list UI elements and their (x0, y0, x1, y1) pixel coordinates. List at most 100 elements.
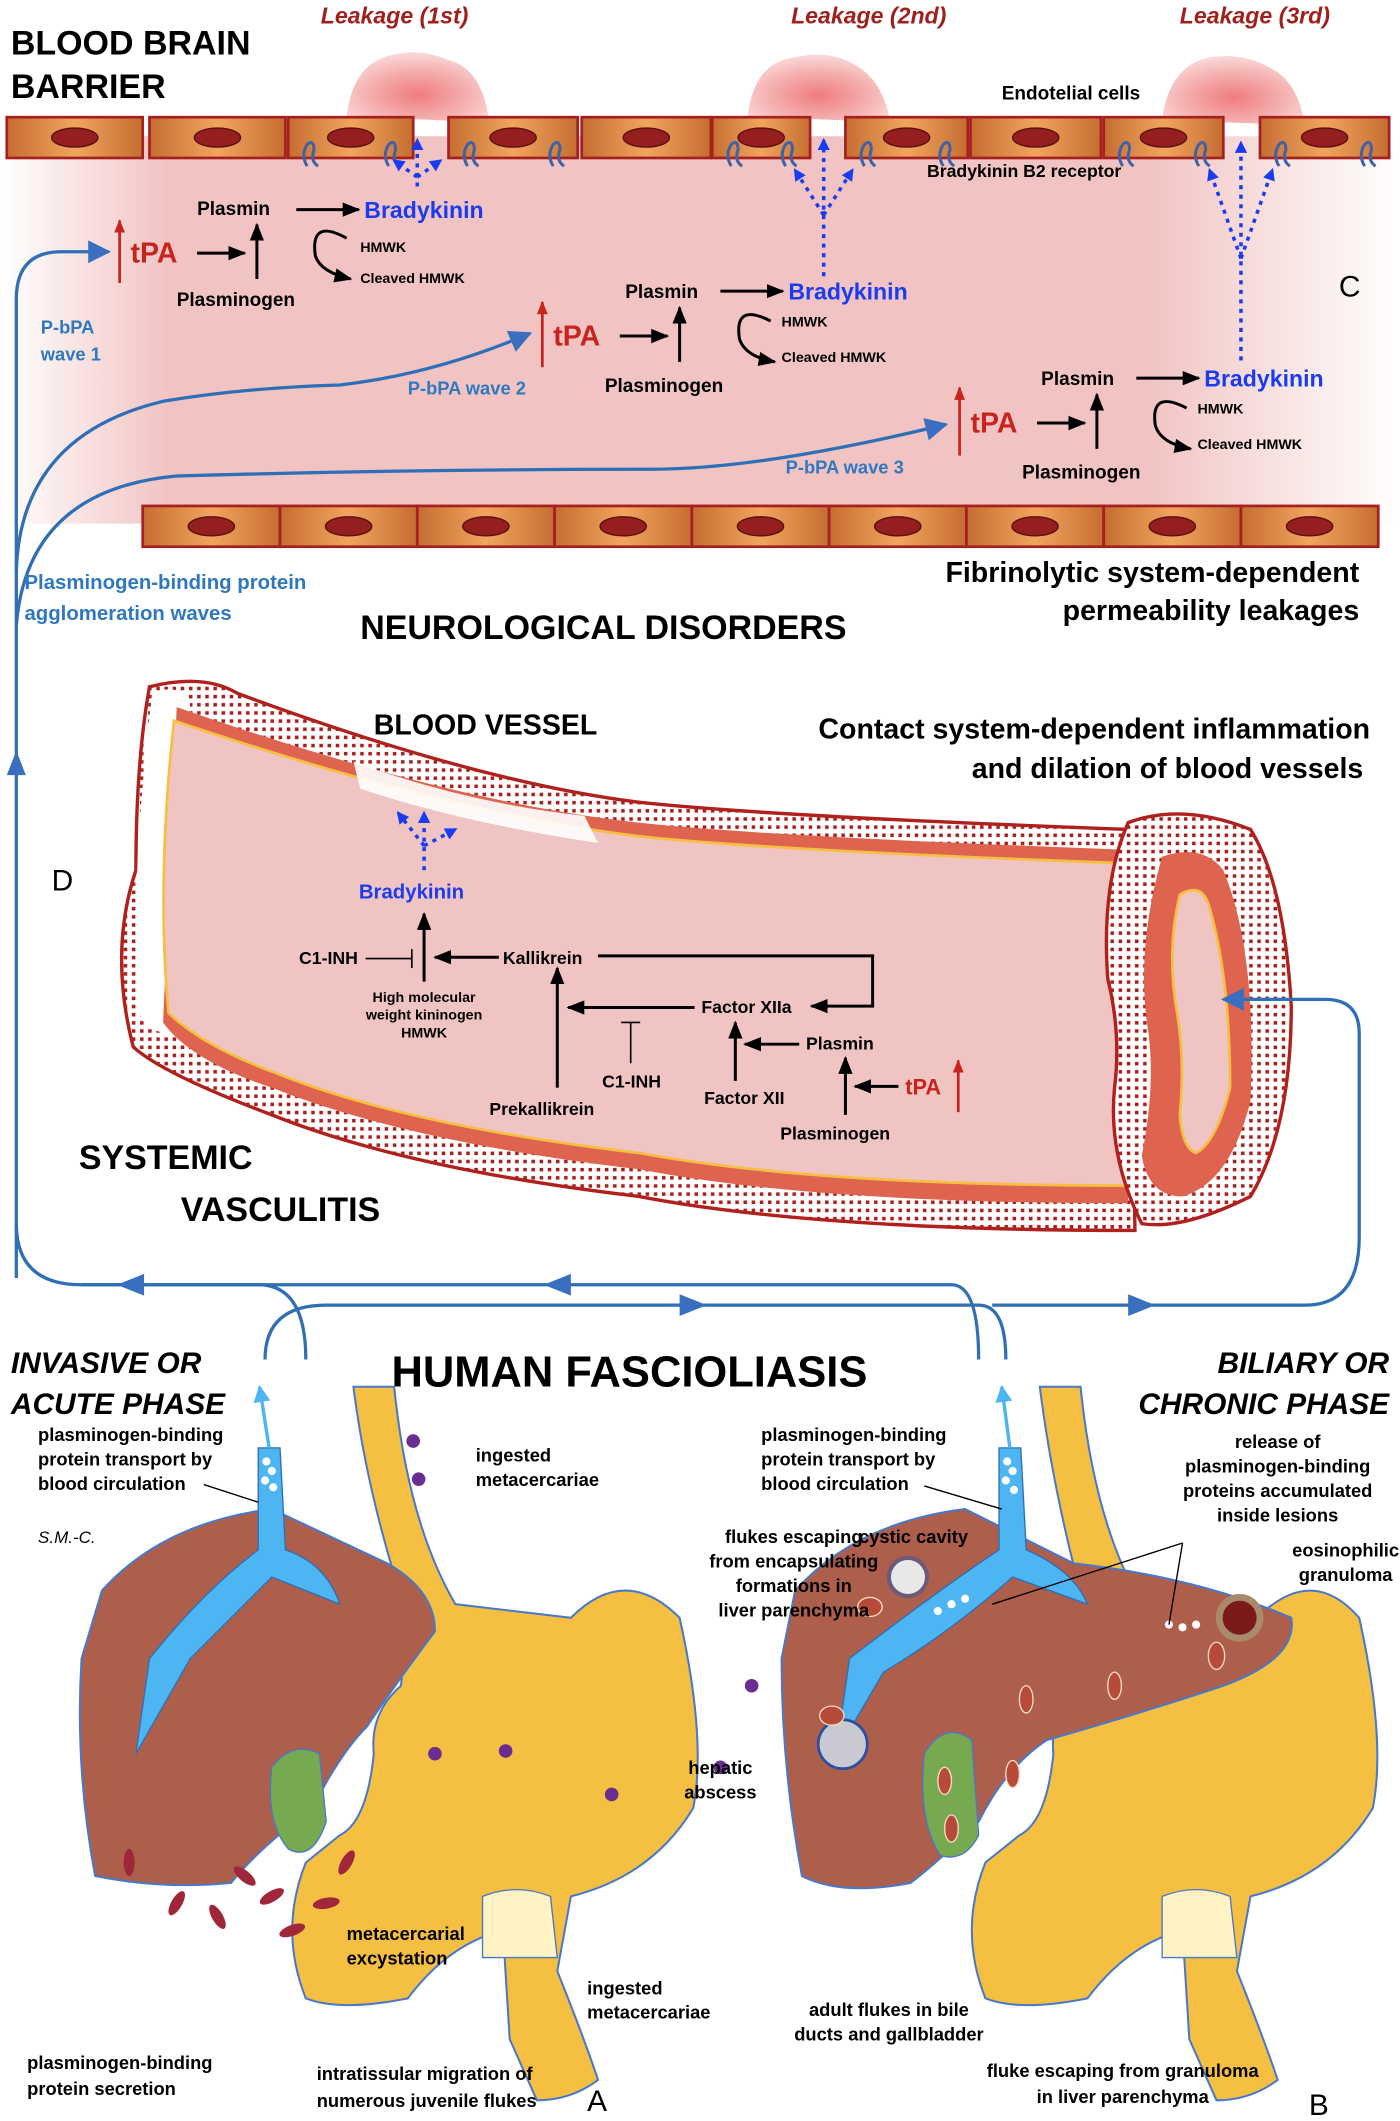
panel-letter-d: D (52, 865, 74, 898)
wave-1-label-line1: P-bPA (41, 316, 95, 337)
cell-nucleus (50, 127, 99, 148)
eosinophilic-label-line2: granuloma (1299, 1564, 1393, 1585)
systemic-title-line2: VASCULITIS (181, 1191, 380, 1229)
cell-nucleus (193, 127, 242, 148)
b2-receptor-icon (780, 141, 798, 168)
kallikrein-label: Kallikrein (503, 948, 582, 968)
cell-nucleus (1011, 516, 1059, 537)
transport-label-line3: blood circulation (761, 1473, 909, 1494)
cell-nucleus (462, 516, 510, 537)
b2-receptor-icon (938, 141, 956, 168)
cascade-wave-2: tPA Plasmin Plasminogen Bradykinin HMWK … (408, 278, 908, 398)
cell-nucleus (1011, 127, 1060, 148)
left-flow-arrowhead-icon (543, 1273, 571, 1296)
panel-letter-c: C (1339, 271, 1361, 304)
acute-phase-line1: INVASIVE OR (11, 1347, 202, 1380)
b2-receptor-icon (1359, 141, 1377, 168)
escaping-label-line1: flukes escaping (725, 1526, 863, 1547)
hepatic-abscess (816, 1718, 869, 1771)
endothelial-cell-layer-bottom (141, 504, 1380, 549)
agglomeration-label-line2: agglomeration waves (24, 603, 231, 625)
leakage-cloud-2 (747, 54, 891, 123)
bradykinin-signal-arrows-1 (392, 137, 443, 187)
vessel-wall-leak (353, 761, 599, 844)
protein-particles (260, 1457, 278, 1492)
leakage-label-1st: Leakage (1st) (321, 2, 469, 28)
migration-label-line2: numerous juvenile flukes (317, 2090, 537, 2111)
bbb-title-line2: BARRIER (11, 68, 166, 106)
bradykinin-label: Bradykinin (1204, 365, 1323, 391)
hmwk-label-line1: High molecular (373, 990, 476, 1006)
transport-label-line2: protein transport by (761, 1449, 936, 1470)
chronic-to-vessel-connector (992, 987, 1361, 1307)
leakage-cloud-3 (1162, 56, 1305, 126)
systemic-title-line1: SYSTEMIC (79, 1139, 253, 1177)
cystic-cavity-label: cystic cavity (859, 1526, 969, 1547)
leakage-cloud-1 (346, 52, 490, 123)
factor-xii-label: Factor XII (704, 1088, 784, 1108)
contact-system-caption-line2: and dilation of blood vessels (972, 753, 1364, 785)
contact-system-caption-line1: Contact system-dependent inflammation (818, 713, 1370, 745)
hmwk-label: HMWK (360, 240, 407, 256)
excystation-label-line2: excystation (347, 1947, 448, 1968)
cell-nucleus (622, 127, 671, 148)
plasminogen-label: Plasminogen (605, 376, 723, 397)
panel-a-acute-phase: INVASIVE OR ACUTE PHASE plasminogen-bind… (10, 1347, 759, 2118)
transport-label-line3: blood circulation (38, 1473, 186, 1494)
panel-d-blood-vessel: BLOOD VESSEL Contact system-dependent in… (52, 679, 1370, 1233)
agglomeration-label-line1: Plasminogen-binding protein (24, 572, 306, 594)
ingested-bottom-line1: ingested (587, 1977, 662, 1998)
escaping-label-line2: from encapsulating (709, 1550, 878, 1571)
abscess-label-line2: abscess (684, 1782, 756, 1803)
release-label-line3: proteins accumulated (1183, 1480, 1372, 1501)
cell-nucleus (873, 516, 922, 537)
factor-xiia-label: Factor XIIa (701, 997, 791, 1017)
b2-receptor-icon (1274, 141, 1291, 168)
cell-nucleus (489, 127, 537, 148)
excystation-label-line1: metacercarial (347, 1923, 465, 1944)
wave-1-label-line2: wave 1 (40, 344, 101, 365)
b2-receptor-icon (462, 141, 480, 168)
transport-label-line1: plasminogen-binding (761, 1424, 946, 1445)
secretion-label-line2: protein secretion (27, 2078, 176, 2099)
b2-receptor-icon (548, 141, 565, 168)
acute-left-connector (14, 1223, 308, 1360)
transport-up-arrow-icon (995, 1385, 1013, 1449)
duodenum-opening (1161, 1889, 1238, 1959)
blood-vessel-title: BLOOD VESSEL (374, 709, 598, 741)
cell-nucleus (882, 127, 931, 148)
liver (780, 1507, 1293, 1890)
cell-nucleus (737, 127, 785, 148)
vessel-cross-section-lumen (1170, 888, 1232, 1155)
bbb-title-line1: BLOOD BRAIN (11, 25, 251, 63)
hmwk-label-line2: weight kininogen (365, 1008, 483, 1024)
right-flow-arrowhead-icon (1128, 1294, 1156, 1317)
transport-up-arrow-icon (253, 1385, 271, 1449)
c1-inh-label-2: C1-INH (602, 1072, 661, 1092)
hmwk-label-line3: HMWK (401, 1025, 448, 1041)
plasminogen-label: Plasminogen (1022, 463, 1140, 484)
leakage-label-2nd: Leakage (2nd) (791, 2, 947, 28)
wave-3-label: P-bPA wave 3 (786, 456, 904, 477)
juvenile-flukes (123, 1848, 355, 1938)
cleaved-hmwk-label: Cleaved HMWK (1197, 437, 1302, 453)
wave-1-flow-arrow (14, 240, 112, 1278)
prekallikrein-label: Prekallikrein (489, 1099, 594, 1119)
endothelial-cells-label: Endotelial cells (1002, 84, 1140, 105)
cell-nucleus (324, 516, 373, 537)
cell-nucleus (187, 516, 236, 537)
bradykinin-signal-arrows-2 (793, 137, 854, 277)
tpa-label: tPA (905, 1074, 941, 1099)
plasmin-label: Plasmin (625, 282, 698, 303)
adult-flukes (818, 1596, 1226, 1843)
intestine (291, 1385, 699, 2102)
fluke-escaping-label-line1: fluke escaping from granuloma (987, 2060, 1260, 2081)
leakage-label-3rd: Leakage (3rd) (1180, 2, 1330, 28)
wave-2-flow-arrow (14, 330, 533, 572)
chronic-phase-line1: BILIARY OR (1218, 1347, 1390, 1380)
plasmin-label: Plasmin (197, 199, 270, 220)
bradykinin-label: Bradykinin (364, 197, 483, 223)
human-fascioliasis-title: HUMAN FASCIOLIASIS (391, 1349, 867, 1397)
plasmin-label: Plasmin (806, 1034, 874, 1054)
